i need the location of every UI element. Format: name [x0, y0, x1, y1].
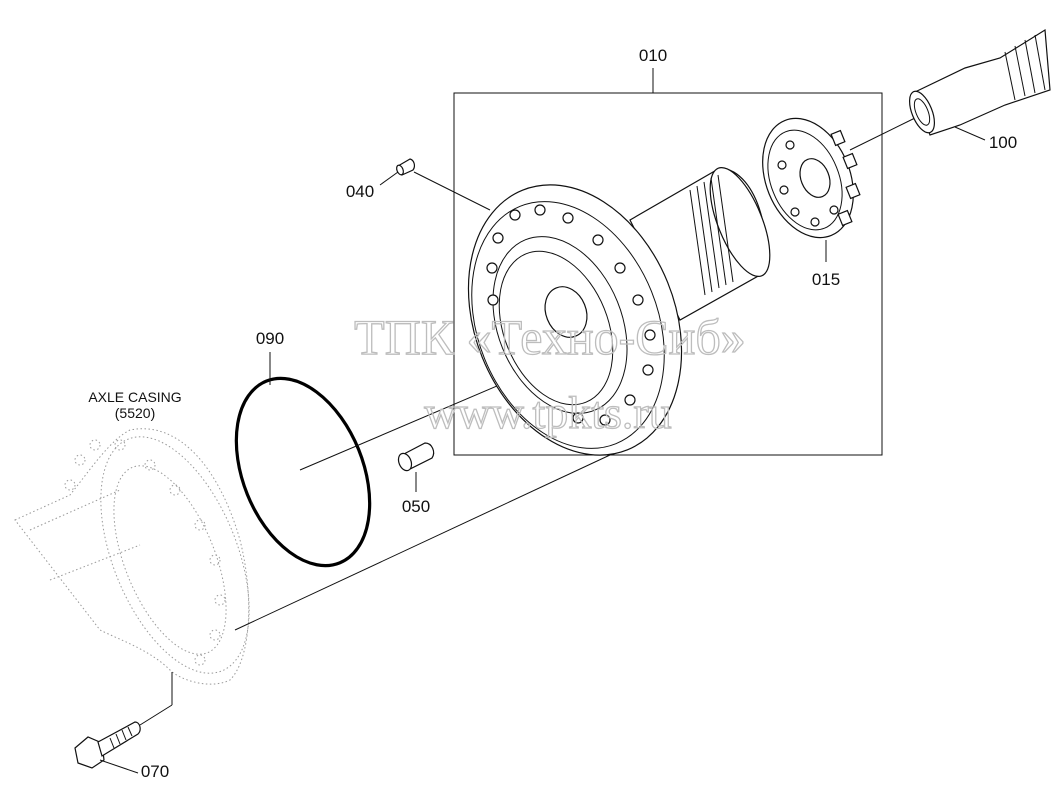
label-040: 040: [346, 182, 374, 201]
axis-line-040: [413, 171, 491, 211]
label-070: 070: [141, 762, 169, 781]
ring-015-part: [762, 117, 861, 239]
label-050: 050: [402, 497, 430, 516]
axis-line-015-100: [849, 117, 916, 151]
axis-line-lower: [234, 454, 611, 631]
leader-bolt-to-casing: [139, 704, 173, 726]
plug-050-part: [397, 442, 435, 472]
leader-070: [99, 759, 139, 774]
label-010: 010: [639, 46, 667, 65]
leader-100: [954, 126, 986, 141]
hub-010-part: [467, 166, 771, 456]
shaft-100-part: [908, 28, 1051, 136]
label-015: 015: [812, 270, 840, 289]
plug-040-part: [396, 158, 416, 176]
label-100: 100: [989, 133, 1017, 152]
assembly-010-box: [453, 92, 883, 456]
label-axle-casing: AXLE CASING: [88, 389, 181, 405]
label-axle-casing-code: (5520): [115, 405, 155, 421]
leader-040: [379, 171, 399, 186]
watermark-url: www.tpkts.ru: [424, 387, 671, 438]
o-ring-090-part: [234, 376, 372, 568]
axle-casing-part: [14, 428, 250, 685]
bolt-070-part: [74, 721, 141, 769]
label-090: 090: [256, 329, 284, 348]
watermark-company: ТПК «Техно-Сиб»: [354, 309, 746, 365]
